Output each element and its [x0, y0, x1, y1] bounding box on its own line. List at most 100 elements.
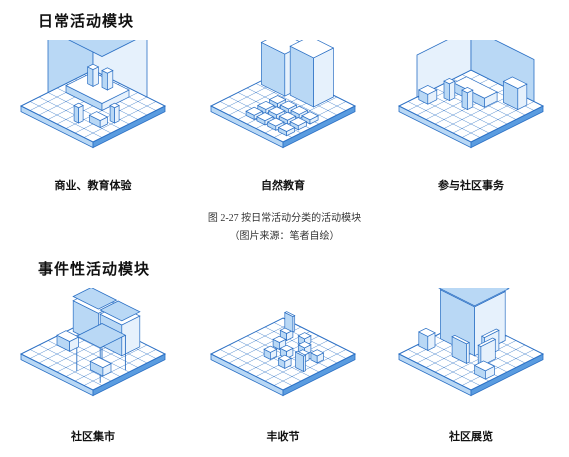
grid-line — [228, 344, 302, 382]
module-label-community-affairs: 参与社区事务 — [438, 180, 504, 192]
module-commerce-education — [8, 40, 178, 160]
participant-side — [467, 89, 474, 111]
display-panel-top — [481, 328, 500, 338]
participant-top — [461, 87, 474, 94]
easel-top — [418, 327, 436, 337]
grid-line — [83, 101, 157, 138]
module-label-commerce-education: 商业、教育体验 — [54, 180, 132, 192]
participant-side — [449, 80, 456, 102]
visitor-top — [73, 102, 84, 109]
tent-canopy — [75, 323, 127, 349]
grid-line — [219, 349, 293, 386]
planter-bed-top — [289, 117, 308, 127]
shelf-top — [502, 76, 528, 89]
greenhouse-left-top — [260, 40, 306, 55]
grid-line — [83, 349, 157, 386]
stage-scene-illustration — [19, 40, 167, 149]
grid-line — [38, 344, 112, 382]
table-top — [88, 111, 109, 121]
section-title-daily: 日常活动模块 — [38, 13, 135, 30]
greenhouse-scene-illustration — [209, 40, 357, 149]
participant-top — [443, 78, 456, 85]
hay-bale-top — [310, 349, 325, 357]
sign-board-top — [284, 311, 296, 317]
module-community-market — [8, 288, 178, 408]
grid-line — [461, 349, 535, 386]
exhibit-scene-illustration — [397, 288, 545, 397]
hay-bale-top — [272, 335, 287, 343]
performer-top — [101, 67, 114, 74]
performer-front — [87, 66, 94, 87]
goods-crate-top — [56, 330, 80, 342]
grid-line — [74, 344, 148, 382]
meeting-table-top — [453, 76, 498, 99]
planter-bed-top — [257, 100, 275, 110]
grid-line — [273, 349, 347, 386]
planter-bed-top — [290, 105, 309, 115]
planter-bed-top — [256, 112, 274, 122]
module-label-community-market: 社区集市 — [71, 431, 115, 443]
visitor-top — [109, 102, 120, 109]
module-label-harvest-festival: 丰收节 — [266, 431, 300, 443]
hay-bale-top — [297, 341, 312, 349]
grid-line — [29, 349, 103, 386]
festival-scene-illustration — [209, 311, 357, 397]
grid-line — [255, 340, 329, 377]
performer-top — [86, 63, 100, 70]
section-title-event: 事件性活动模块 — [38, 261, 151, 278]
greenhouse-right-top — [289, 40, 335, 59]
planter-bed-top — [279, 100, 298, 110]
module-label-nature-education: 自然教育 — [261, 180, 305, 192]
planter-bed-top — [267, 106, 286, 116]
visitor-front — [109, 104, 115, 124]
display-panel-side — [466, 341, 470, 365]
display-panel-top — [451, 334, 470, 345]
performer-side — [92, 66, 99, 87]
module-community-exhibition — [386, 288, 556, 408]
sign-board-top — [294, 350, 307, 357]
stage-platform-top — [65, 71, 130, 104]
planter-bed-top — [245, 106, 264, 116]
stage-back-wall — [47, 40, 94, 94]
hay-bale-top — [263, 345, 278, 353]
performer-front — [101, 69, 108, 91]
planter-bed-top — [278, 111, 297, 121]
planter-bed-top — [277, 123, 296, 132]
planter-bed-top — [268, 95, 287, 104]
hall-roof — [438, 288, 510, 307]
chair-top — [418, 85, 438, 95]
grid-line — [407, 101, 481, 138]
grid-line — [407, 349, 481, 386]
performer-side — [107, 69, 114, 91]
planter-bed-top — [301, 111, 319, 121]
module-community-affairs — [386, 40, 556, 160]
greenhouse-right-side — [313, 47, 334, 108]
exhibit-stand-top — [473, 360, 496, 372]
participant-front — [443, 80, 450, 102]
grid-line — [237, 340, 311, 377]
planter-bed-top — [266, 117, 285, 127]
module-harvest-festival — [198, 288, 368, 408]
module-nature-education — [198, 40, 368, 160]
participant-front — [461, 89, 468, 111]
hay-bale-top — [279, 344, 294, 352]
visitor-front — [73, 104, 79, 124]
figure-source: （图片来源：笔者自绘） — [229, 231, 340, 242]
figure-caption: 图 2-27 按日常活动分类的活动模块 — [207, 213, 362, 224]
market-scene-illustration — [19, 288, 167, 397]
grid-line — [425, 92, 499, 129]
stall-canopy — [99, 300, 141, 322]
stage-roof — [68, 40, 136, 57]
sign-board-side — [303, 354, 306, 373]
stall-canopy — [72, 288, 118, 310]
grid-line — [29, 101, 103, 138]
hay-bale-top — [277, 354, 292, 362]
goods-table-top — [89, 356, 112, 369]
grid-line — [452, 344, 526, 382]
hay-bale-top — [297, 332, 312, 340]
grid-line — [47, 92, 121, 129]
visitor-side — [114, 104, 120, 124]
module-label-community-exhibition: 社区展览 — [449, 431, 493, 443]
sign-board-side — [292, 315, 296, 333]
office-scene-illustration — [397, 40, 545, 149]
